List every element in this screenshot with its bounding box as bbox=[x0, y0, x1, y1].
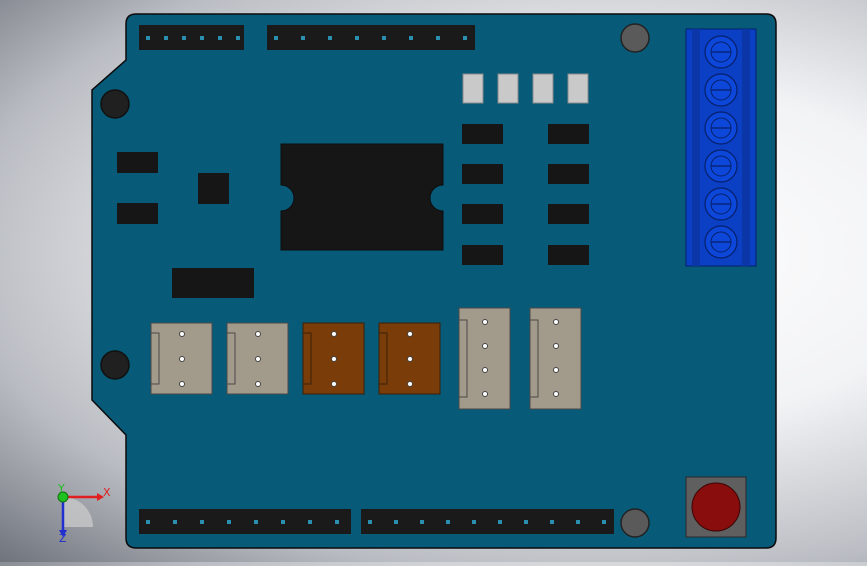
led bbox=[567, 73, 589, 104]
connector-4pin bbox=[458, 307, 511, 410]
connector-3pin bbox=[150, 322, 213, 395]
led bbox=[497, 73, 519, 104]
mounting-hole bbox=[100, 350, 130, 380]
x-axis-label: X bbox=[103, 486, 111, 499]
axis-triad: X Y Z bbox=[57, 482, 111, 545]
screw-terminal-block bbox=[685, 28, 757, 267]
connector-3pin bbox=[226, 322, 289, 395]
y-axis-label: Y bbox=[57, 482, 65, 495]
bottom-header-right bbox=[361, 509, 614, 534]
pcb-board bbox=[91, 13, 777, 549]
led bbox=[532, 73, 554, 104]
smd-component bbox=[117, 203, 158, 224]
z-axis-label: Z bbox=[59, 532, 67, 545]
led bbox=[462, 73, 484, 104]
mounting-hole bbox=[620, 508, 650, 538]
mounting-hole bbox=[620, 23, 650, 53]
smd-component bbox=[117, 152, 158, 173]
main-ic-chip bbox=[280, 143, 444, 251]
reset-button bbox=[685, 476, 747, 538]
connector-4pin bbox=[529, 307, 582, 410]
smd-component bbox=[172, 268, 254, 298]
top-header-left bbox=[139, 25, 244, 50]
connector-3pin-brown bbox=[302, 322, 365, 395]
smd-transistor bbox=[198, 173, 229, 204]
bottom-header-left bbox=[139, 509, 351, 534]
top-header-right bbox=[267, 25, 475, 50]
led-row bbox=[462, 73, 589, 104]
mounting-hole bbox=[100, 89, 130, 119]
connector-3pin-brown bbox=[378, 322, 441, 395]
smd-resistor-grid bbox=[462, 124, 589, 265]
